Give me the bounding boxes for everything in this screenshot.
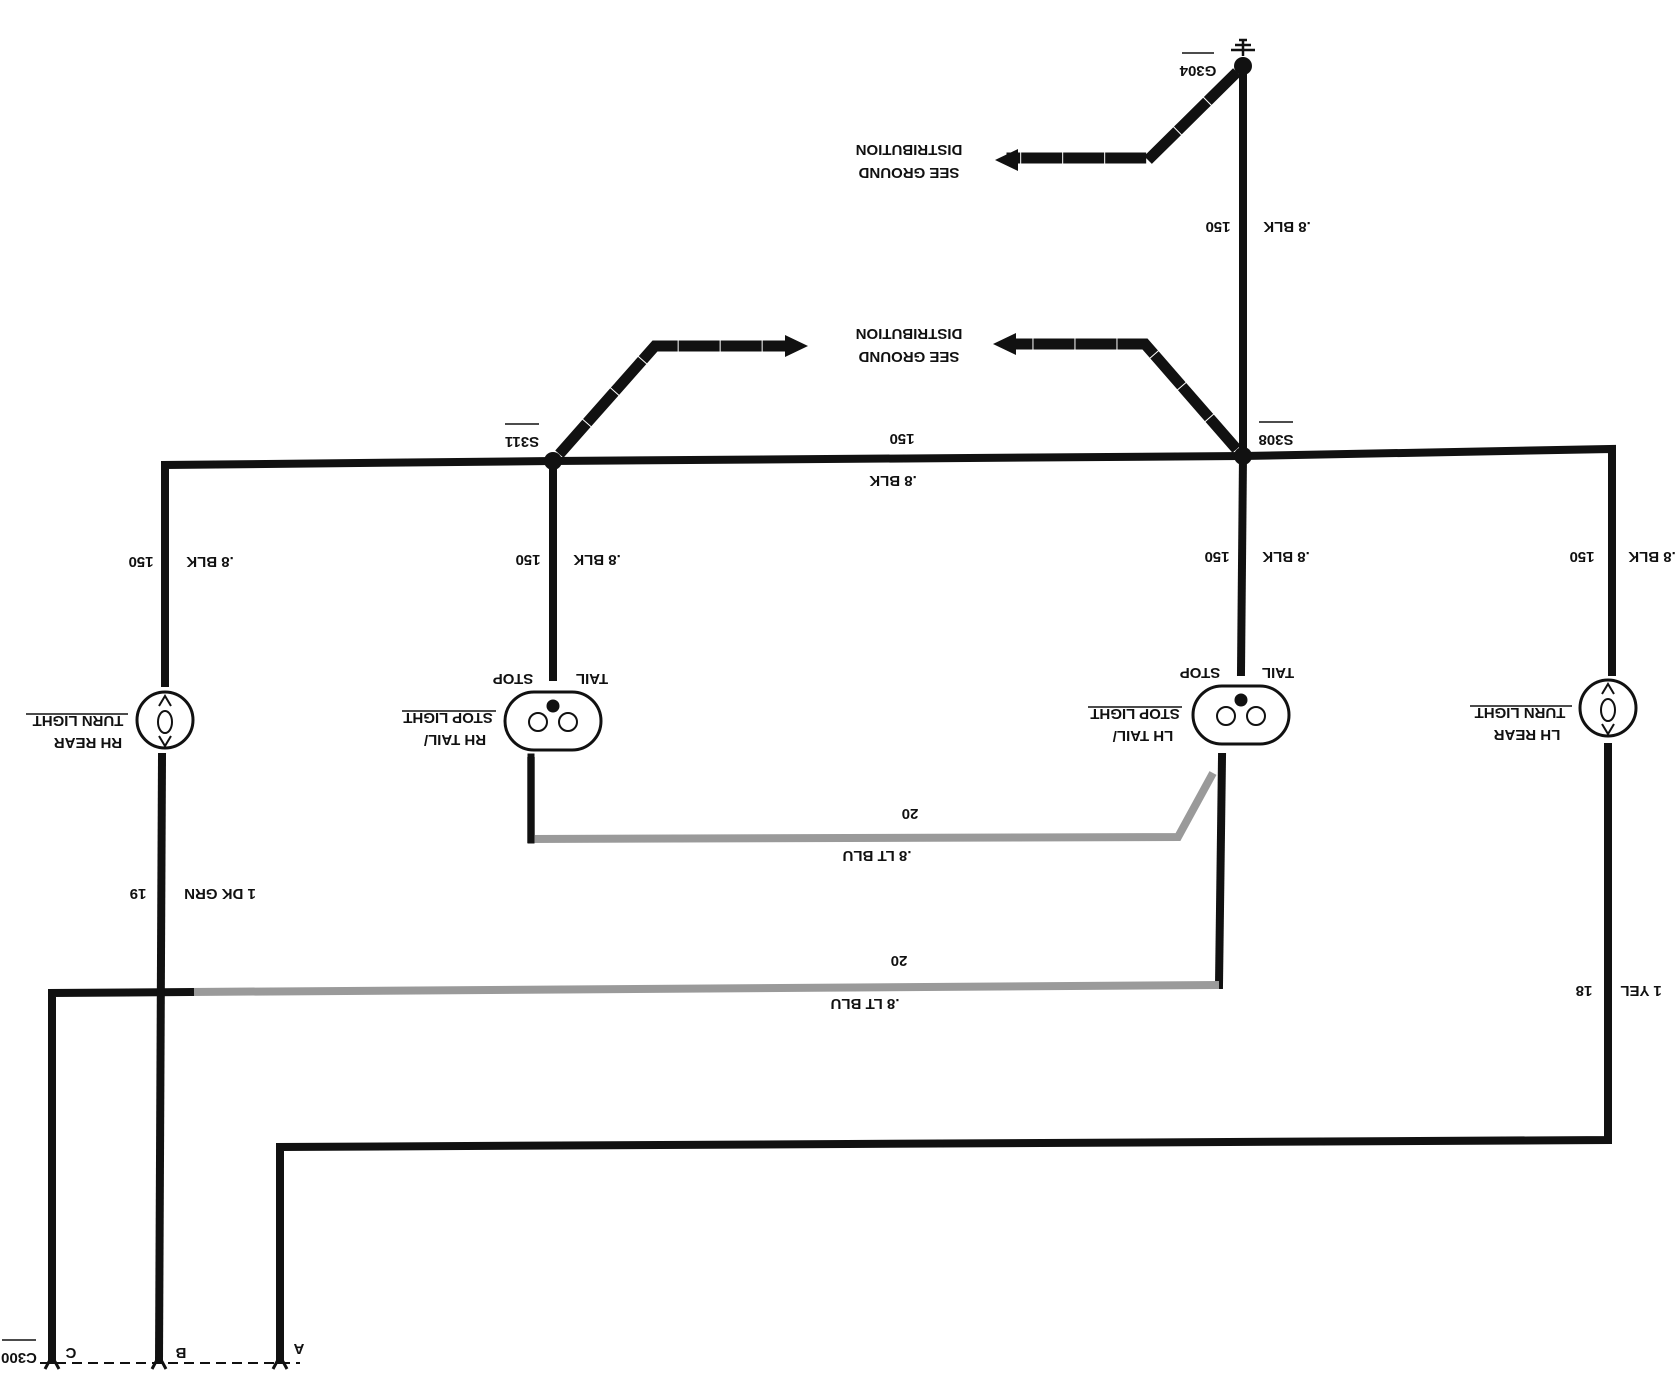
lh-stop-filament-label: STOP (1180, 664, 1221, 681)
rh-rear-turn-label-line2: TURN LIGHT (33, 712, 124, 729)
rh-tail-stop-label-line1: RH TAIL/ (423, 731, 486, 748)
rh-tail-stop-label-line2: STOP LIGHT (403, 709, 492, 726)
wire-ground-upper-dashed (1006, 68, 1241, 164)
wire-lh-tail-blk-color: .8 BLK (1262, 548, 1310, 565)
connector-c300-label: C300 (1, 1349, 37, 1366)
lh-rear-turn-bulb-icon (1578, 678, 1638, 738)
splices (544, 38, 1255, 470)
ground-symbol-icon (1231, 38, 1255, 56)
wire-main-color-label: .8 BLK (869, 472, 917, 489)
arrow-ground-s311 (785, 335, 808, 357)
wire-rh-tail-blk-circuit: 150 (515, 551, 540, 568)
wire-blu-lower-color: .8 LT BLU (831, 995, 900, 1012)
wire-lh-turn-blk-color: .8 BLK (1628, 548, 1676, 565)
pin-a-terminal-icon (271, 1352, 289, 1370)
lh-tail-stop-label-line1: LH TAIL/ (1112, 727, 1173, 744)
connector-pin-c-label: C (65, 1344, 76, 1361)
splice-s308-dot (1234, 447, 1252, 465)
components (135, 678, 1638, 752)
labels: G304 SEE GROUND DISTRIBUTION SEE GROUND … (1, 52, 1676, 1366)
ground-ref-middle-line2: DISTRIBUTION (856, 325, 963, 342)
splice-s308-label: S308 (1258, 431, 1293, 448)
splice-s311-dot (544, 452, 562, 470)
wire-g304-circuit-label: 150 (1205, 218, 1230, 235)
arrow-ground-s308 (993, 333, 1016, 355)
ground-ref-upper-line1: SEE GROUND (858, 164, 959, 181)
wire-yel (276, 743, 1612, 1364)
rh-tail-filament-label: TAIL (576, 670, 608, 687)
wire-blk-main-horizontal (161, 444, 1616, 687)
wire-grn-color-label: 1 DK GRN (184, 885, 256, 902)
wire-yel-color-label: 1 YEL (1620, 982, 1661, 999)
lh-rear-turn-label-line1: LH REAR (1494, 726, 1561, 743)
wire-ground-s311-dashed (555, 340, 796, 458)
connector-pin-a-label: A (293, 1340, 304, 1357)
wire-g304-color-label: .8 BLK (1263, 218, 1311, 235)
connector-pin-b-label: B (175, 1344, 186, 1361)
wire-lh-tail-down (1214, 752, 1227, 990)
wire-lh-turn-blk-circuit: 150 (1569, 548, 1594, 565)
wire-rh-tail-blk-color: .8 BLK (573, 551, 621, 568)
lh-tail-stop-label-line2: STOP LIGHT (1090, 705, 1179, 722)
wire-grn-circuit-label: 19 (130, 885, 147, 902)
wire-blu-upper-circuit: 20 (902, 805, 919, 822)
wire-main-circuit-label: 150 (889, 430, 914, 447)
lh-tail-stop-bulb-icon (1191, 684, 1291, 746)
ground-g304-label: G304 (1179, 62, 1216, 79)
pin-b-terminal-icon (150, 1352, 168, 1370)
rh-rear-turn-bulb-icon (135, 690, 195, 750)
wire-dk-grn (154, 752, 167, 1365)
ground-g304-dot (1234, 57, 1252, 75)
rh-stop-filament-label: STOP (493, 670, 534, 687)
lh-rear-turn-label-line2: TURN LIGHT (1475, 704, 1566, 721)
ground-ref-middle-line1: SEE GROUND (858, 348, 959, 365)
wire-rh-turn-blk-color: .8 BLK (186, 553, 234, 570)
lh-tail-filament-label: TAIL (1262, 664, 1294, 681)
connector-pins (43, 1352, 289, 1370)
wires (40, 62, 1616, 1365)
wire-blu-lower-circuit: 20 (891, 952, 908, 969)
wire-lt-blu-lower (189, 981, 1220, 996)
wire-blk-s308-lh-tail (1236, 451, 1248, 677)
wire-lh-tail-blk-circuit: 150 (1204, 548, 1229, 565)
wire-blu-upper-color: .8 LT BLU (843, 847, 912, 864)
rh-tail-stop-bulb-icon (503, 690, 603, 752)
rh-rear-turn-label-line1: RH REAR (54, 734, 123, 751)
wire-lt-blu-to-c300-c (48, 987, 195, 1364)
ground-ref-upper-line2: DISTRIBUTION (856, 141, 963, 158)
wire-rh-turn-blk-circuit: 150 (128, 553, 153, 570)
wire-lt-blu-upper (527, 757, 1217, 844)
arrow-ground-upper (995, 149, 1018, 171)
wire-ground-s308-dashed (1004, 338, 1241, 453)
pin-c-terminal-icon (43, 1352, 61, 1370)
splice-s311-label: S311 (505, 433, 539, 450)
wire-yel-circuit-label: 18 (1576, 982, 1593, 999)
